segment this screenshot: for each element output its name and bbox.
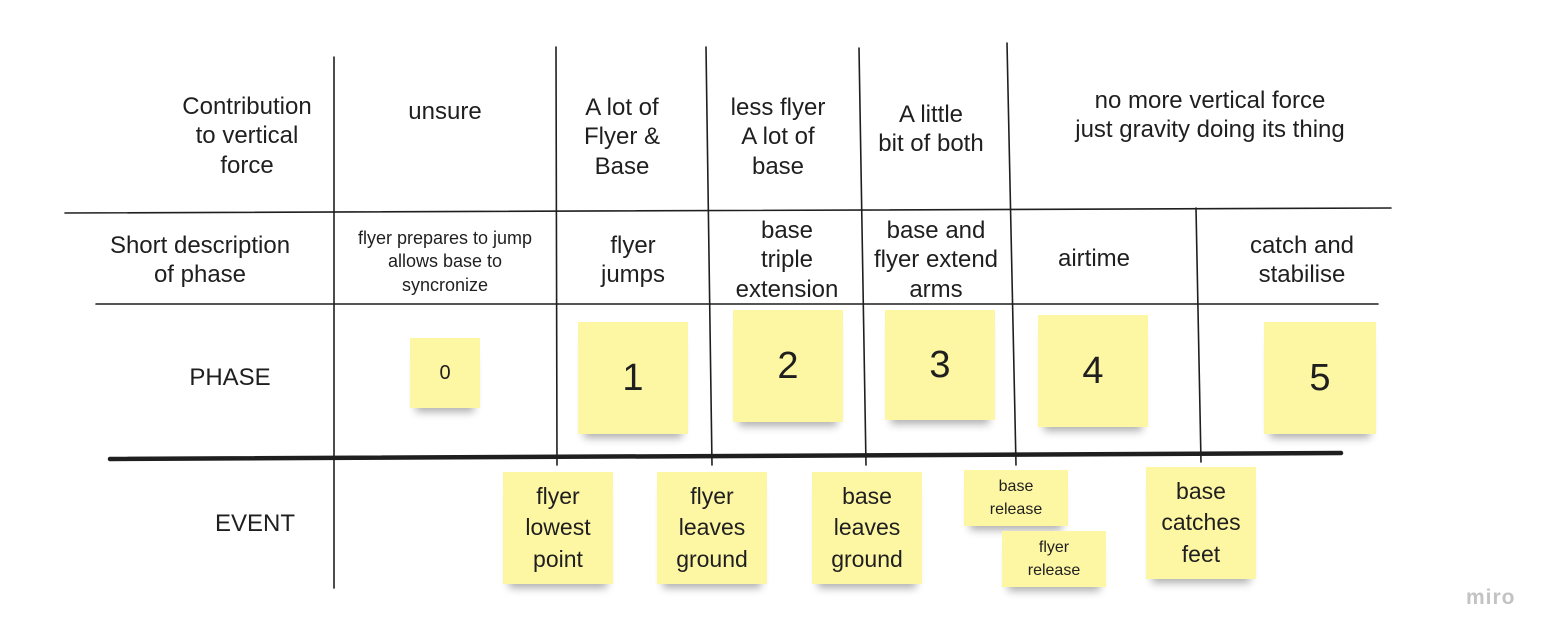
row-label-phase: PHASE — [189, 364, 271, 392]
description-cell: catch and stabilise — [1249, 231, 1355, 288]
event-sticky-flyer-lowest-point[interactable]: flyer lowest point — [503, 472, 613, 584]
divider-5 — [1195, 207, 1202, 463]
event-sticky-flyer-release[interactable]: flyer release — [1002, 531, 1106, 587]
phase-sticky-5[interactable]: 5 — [1264, 322, 1376, 434]
divider-4 — [1006, 42, 1017, 466]
timeline-axis — [107, 450, 1344, 462]
description-cell: flyer jumps — [600, 231, 666, 288]
miro-logo: miro — [1466, 586, 1516, 609]
phase-sticky-2[interactable]: 2 — [733, 310, 843, 422]
contribution-cell: no more vertical force just gravity doin… — [1075, 86, 1345, 143]
divider-1 — [555, 46, 558, 466]
row-label-contribution: Contribution to vertical force — [182, 93, 312, 179]
contribution-cell: less flyer A lot of base — [730, 94, 826, 180]
row-label-description: Short description of phase — [109, 231, 291, 288]
description-cell: airtime — [1057, 245, 1130, 273]
phase-sticky-1[interactable]: 1 — [578, 322, 688, 434]
description-cell: base and flyer extend arms — [873, 217, 999, 303]
divider-3 — [858, 47, 867, 466]
event-sticky-base-leaves-ground[interactable]: base leaves ground — [812, 472, 922, 584]
horizontal-line-1 — [64, 207, 1392, 214]
contribution-cell: A lot of Flyer & Base — [583, 94, 660, 180]
contribution-cell: unsure — [408, 98, 482, 126]
divider-2 — [705, 46, 713, 466]
row-label-event: EVENT — [214, 510, 295, 538]
phase-sticky-4[interactable]: 4 — [1038, 315, 1148, 427]
event-sticky-base-catches-feet[interactable]: base catches feet — [1146, 467, 1256, 579]
event-sticky-flyer-leaves-ground[interactable]: flyer leaves ground — [657, 472, 767, 584]
event-sticky-base-release[interactable]: base release — [964, 470, 1068, 526]
phase-sticky-0[interactable]: 0 — [410, 338, 480, 408]
description-cell: base triple extension — [735, 217, 839, 303]
description-cell: flyer prepares to jump allows base to sy… — [357, 227, 533, 295]
phase-sticky-3[interactable]: 3 — [885, 310, 995, 420]
contribution-cell: A little bit of both — [878, 100, 984, 157]
